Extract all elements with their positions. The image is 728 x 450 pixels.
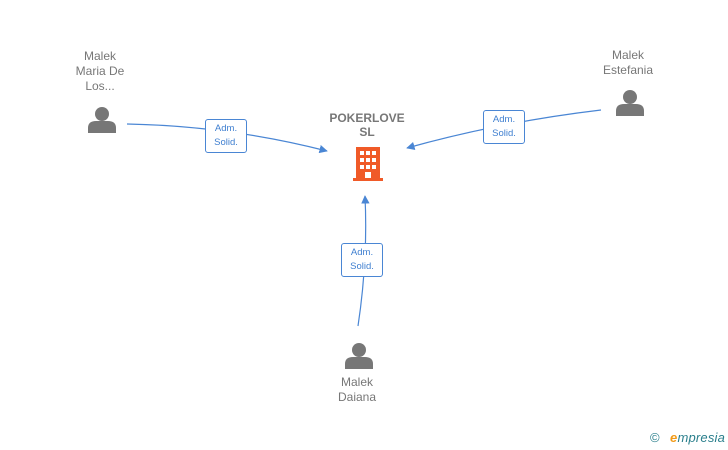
company-name-line1: POKERLOVE — [329, 111, 405, 125]
building-icon[interactable] — [353, 147, 383, 181]
copyright-symbol: © — [650, 430, 660, 445]
person-icon[interactable] — [345, 343, 373, 369]
person-name-estefania[interactable]: Malek Estefania — [602, 48, 654, 77]
person-icon[interactable] — [616, 90, 644, 116]
person-name-maria[interactable]: Malek Maria De Los... — [75, 49, 125, 93]
brand-logo[interactable]: empresia — [670, 430, 725, 445]
company-name[interactable]: POKERLOVE SL — [307, 111, 427, 139]
relation-label-daiana[interactable]: Adm. Solid. — [341, 243, 383, 277]
relation-label-estefania[interactable]: Adm. Solid. — [483, 110, 525, 144]
brand-initial: e — [670, 430, 678, 445]
company-name-line2: SL — [359, 125, 375, 139]
brand-rest: mpresia — [677, 430, 726, 445]
relation-label-maria[interactable]: Adm. Solid. — [205, 119, 247, 153]
person-icon[interactable] — [88, 107, 116, 133]
person-name-daiana[interactable]: Malek Daiana — [337, 375, 377, 404]
